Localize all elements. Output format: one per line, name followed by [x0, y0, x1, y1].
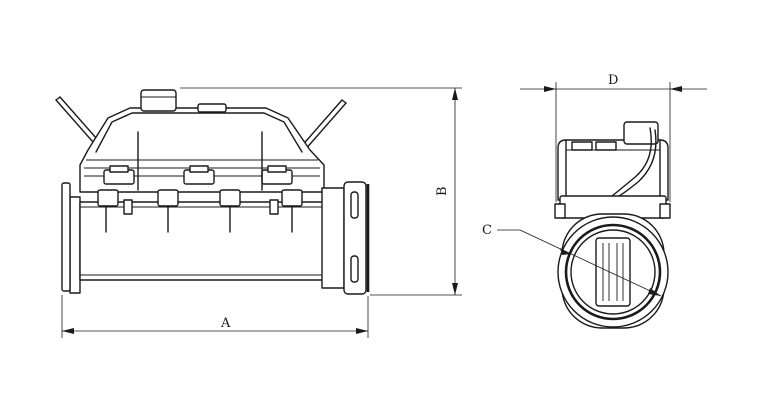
dimension-c: C	[482, 223, 662, 297]
dimension-a-label: A	[220, 316, 231, 331]
dimension-b: B	[180, 87, 462, 296]
pipe-end	[557, 213, 669, 329]
right-lever	[299, 99, 347, 152]
dimension-c-label: C	[482, 223, 492, 238]
end-view	[554, 121, 671, 329]
dimension-b-label: B	[435, 186, 450, 196]
dimension-a: A	[61, 295, 369, 338]
terminal-blocks	[103, 131, 293, 191]
top-connector	[140, 89, 227, 113]
end-housing	[554, 121, 671, 219]
dimension-d-label: D	[608, 73, 618, 88]
right-coupling	[321, 181, 370, 295]
clamps	[97, 189, 303, 233]
dimension-d: D	[520, 73, 707, 202]
side-view	[55, 89, 370, 295]
